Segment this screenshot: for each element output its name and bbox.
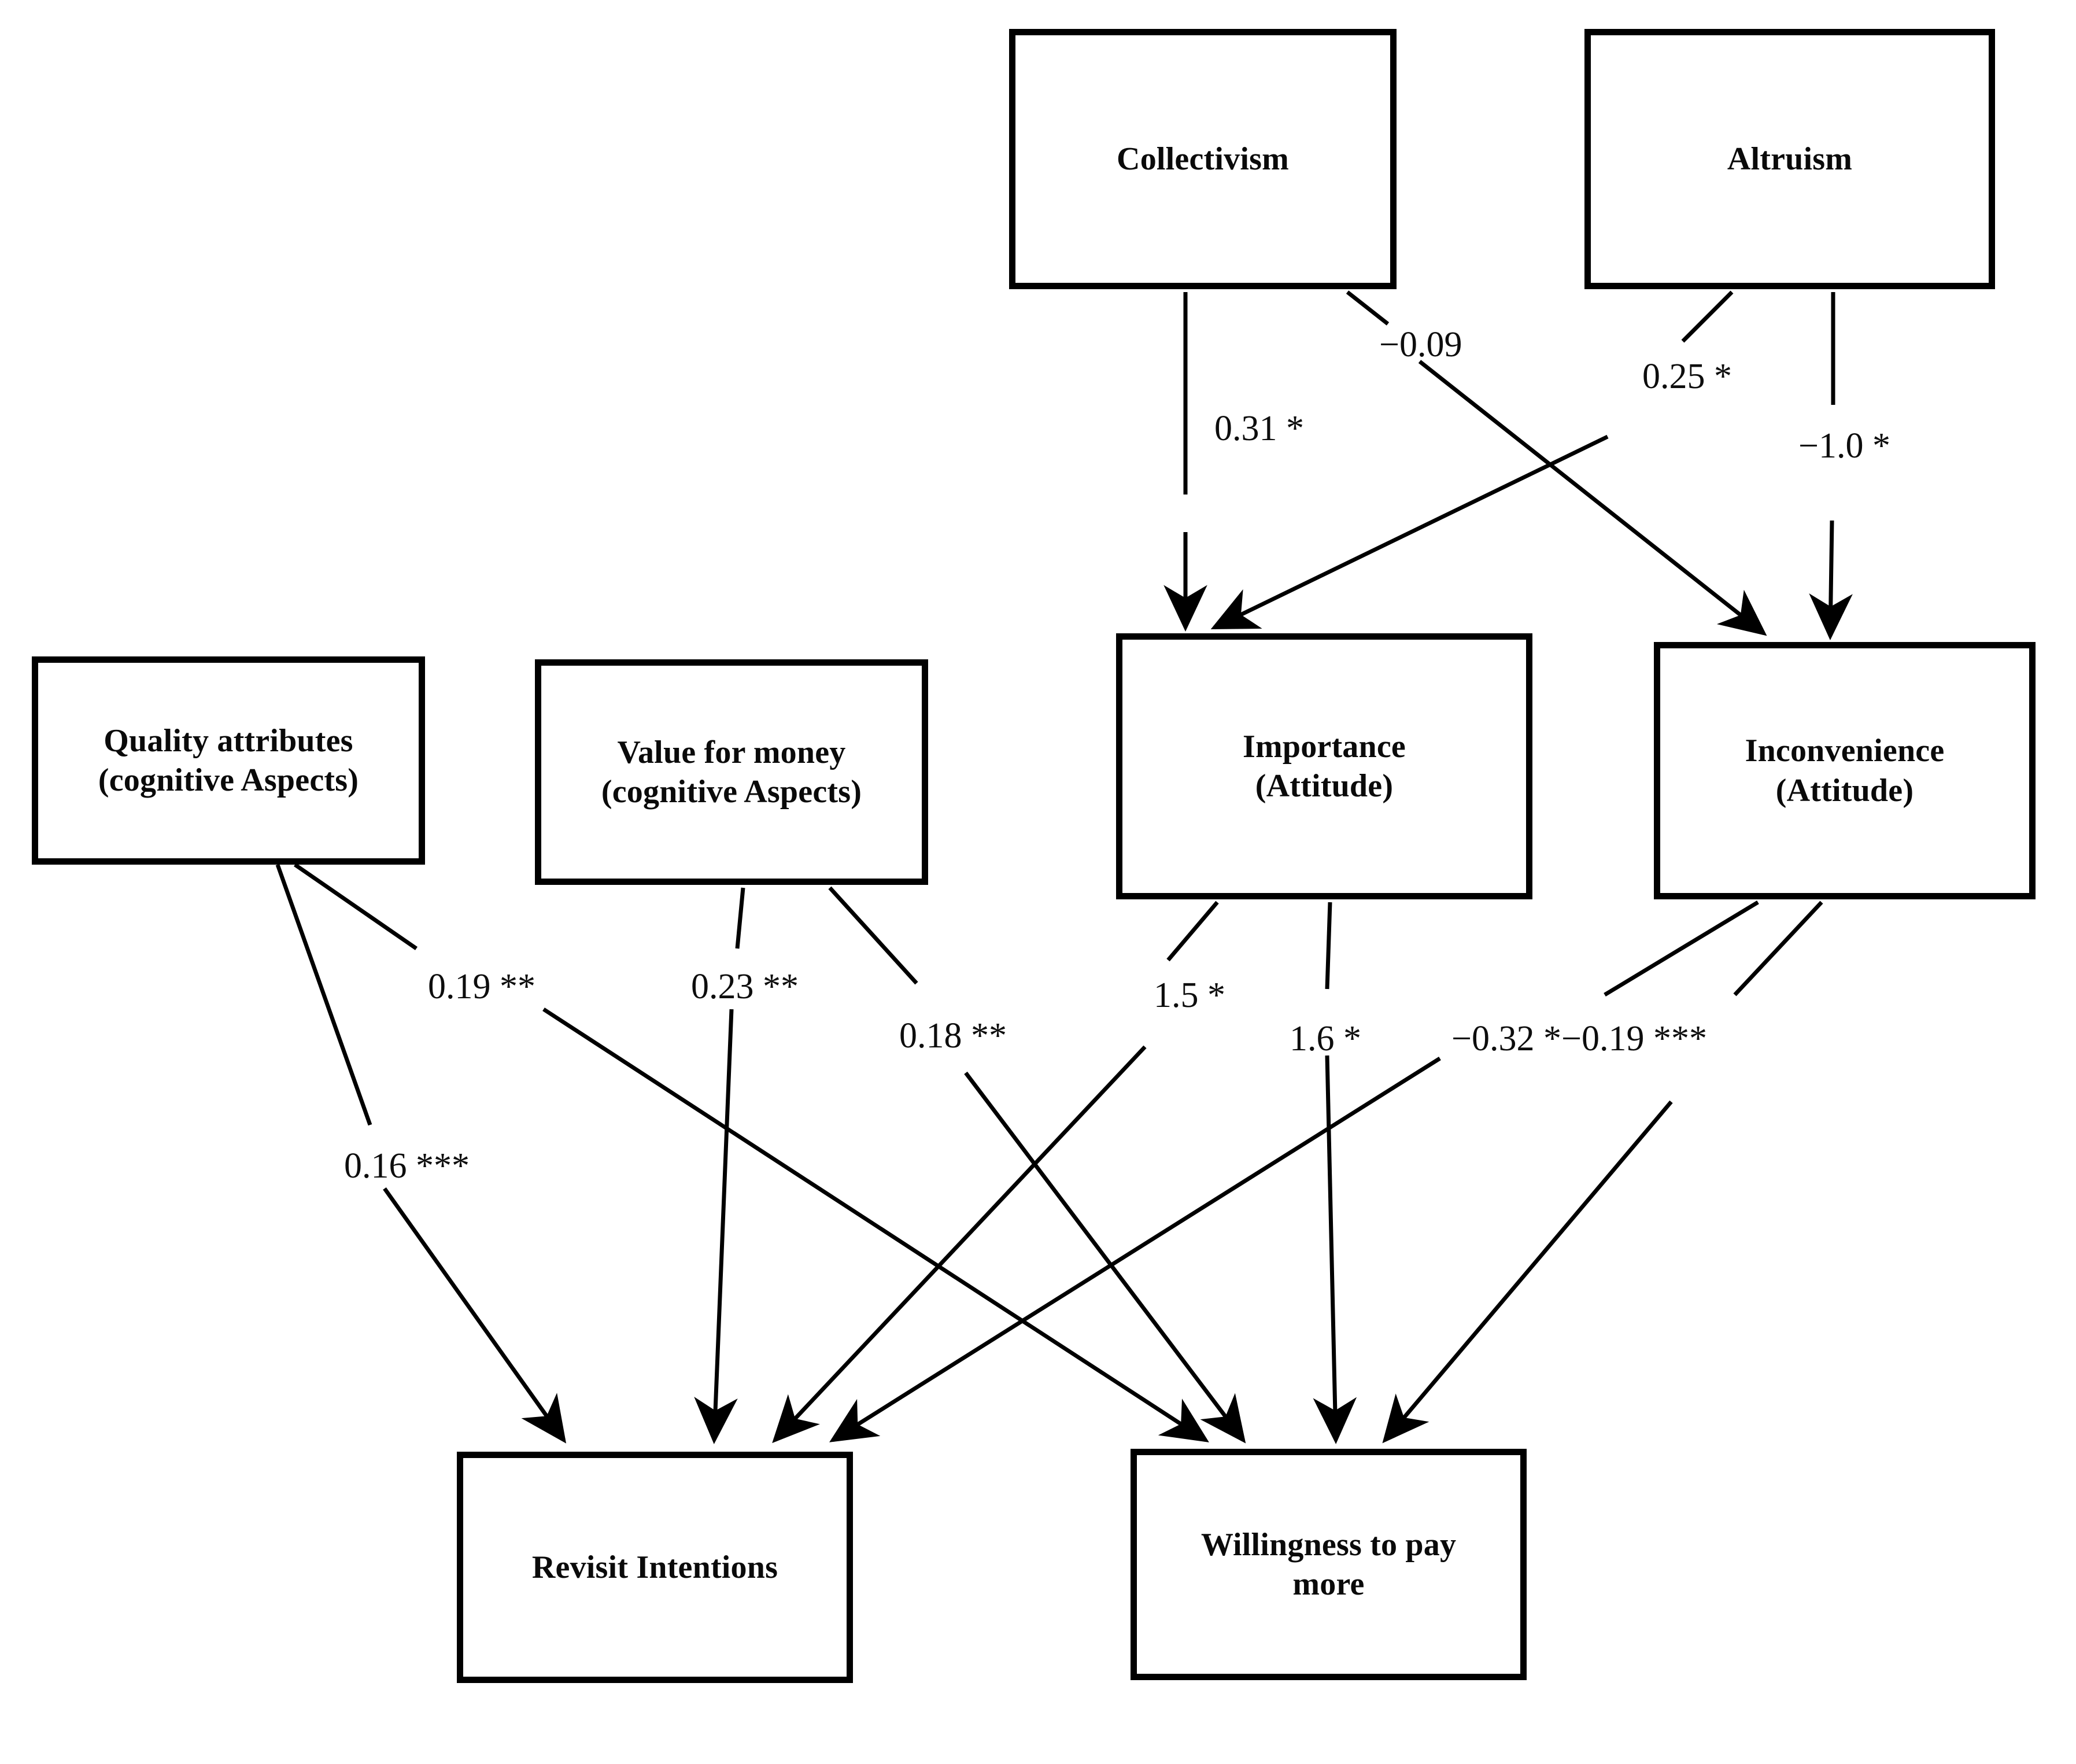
edge-label-importance-revisit: 1.5 * bbox=[1154, 976, 1225, 1015]
edge-importance-willingness bbox=[1313, 902, 1357, 1444]
edge-label-inconvenience-willingness: −0.19 *** bbox=[1561, 1019, 1707, 1058]
edge-label-altruism-inconvenience: −1.0 * bbox=[1798, 426, 1890, 466]
edge-value-willingness bbox=[828, 886, 1246, 1444]
edge-quality-willingness bbox=[294, 863, 1209, 1442]
node-inconvenience-attitude[interactable]: Inconvenience (Attitude) bbox=[1654, 642, 2036, 899]
edge-label-altruism-importance: 0.25 * bbox=[1642, 357, 1732, 396]
edge-value-revisit bbox=[694, 887, 745, 1444]
node-label: Value for money (cognitive Aspects) bbox=[601, 734, 862, 810]
edge-label-collectivism-inconvenience: −0.09 bbox=[1379, 325, 1462, 364]
edge-label-importance-willingness: 1.6 * bbox=[1290, 1019, 1361, 1058]
edge-label-inconvenience-revisit: −0.32 * bbox=[1451, 1019, 1561, 1058]
edge-label-value-revisit: 0.23 ** bbox=[691, 967, 799, 1006]
node-label: Importance (Attitude) bbox=[1243, 728, 1406, 804]
node-label: Collectivism bbox=[1117, 141, 1289, 177]
node-revisit-intentions[interactable]: Revisit Intentions bbox=[457, 1452, 853, 1683]
edge-quality-revisit bbox=[275, 863, 567, 1444]
edge-label-value-willingness: 0.18 ** bbox=[899, 1016, 1007, 1056]
edge-label-quality-revisit: 0.16 *** bbox=[344, 1146, 470, 1186]
edge-inconvenience-revisit bbox=[829, 901, 1759, 1442]
node-value-for-money[interactable]: Value for money (cognitive Aspects) bbox=[535, 659, 928, 885]
node-label: Quality attributes (cognitive Aspects) bbox=[98, 722, 359, 798]
node-label: Willingness to pay more bbox=[1200, 1526, 1457, 1602]
node-collectivism[interactable]: Collectivism bbox=[1009, 29, 1397, 289]
edge-altruism-inconvenience bbox=[1809, 292, 1853, 640]
node-importance-attitude[interactable]: Importance (Attitude) bbox=[1116, 633, 1532, 899]
edge-altruism-importance bbox=[1210, 290, 1734, 630]
node-willingness-to-pay-more[interactable]: Willingness to pay more bbox=[1131, 1449, 1527, 1680]
node-label: Inconvenience (Attitude) bbox=[1745, 733, 1945, 809]
node-quality-attributes[interactable]: Quality attributes (cognitive Aspects) bbox=[32, 656, 425, 865]
node-label: Revisit Intentions bbox=[531, 1549, 778, 1585]
edge-importance-revisit bbox=[772, 901, 1219, 1444]
edge-label-collectivism-importance: 0.31 * bbox=[1214, 409, 1304, 448]
edge-inconvenience-willingness bbox=[1382, 901, 1823, 1444]
edge-label-quality-willingness: 0.19 ** bbox=[428, 967, 535, 1006]
node-altruism[interactable]: Altruism bbox=[1584, 29, 1995, 289]
node-label: Altruism bbox=[1727, 141, 1853, 177]
edge-collectivism-inconvenience bbox=[1346, 290, 1767, 636]
